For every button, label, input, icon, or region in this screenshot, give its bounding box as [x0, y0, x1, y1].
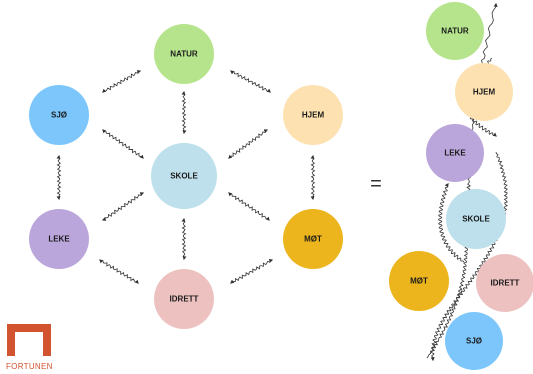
path-node-idrett-circle	[476, 254, 533, 312]
edge-sjo-skole	[102, 129, 144, 159]
path-node-hjem: HJEM	[455, 63, 513, 121]
path-node-leke-label: LEKE	[444, 149, 466, 158]
node-mot-circle	[283, 209, 343, 269]
node-leke-circle	[29, 209, 89, 269]
path-node-idrett: IDRETT	[476, 254, 533, 312]
path-node-sjo-label: SJØ	[466, 337, 482, 346]
path-node-leke-circle	[426, 124, 484, 182]
edge-skole-mot	[228, 192, 270, 221]
node-hjem-circle	[283, 85, 343, 145]
path-node-sjo: SJØ	[445, 312, 503, 370]
path-node-natur-label: NATUR	[441, 27, 469, 36]
node-hjem-label: HJEM	[302, 111, 325, 120]
edge-leke-idrett	[99, 259, 139, 284]
edge-natur-hjem	[230, 70, 271, 93]
edge-hjem-mot	[310, 154, 316, 201]
node-natur: NATUR	[154, 24, 214, 84]
edge-skole-leke	[101, 192, 145, 221]
node-mot: MØT	[283, 209, 343, 269]
path-node-mot: MØT	[389, 251, 449, 311]
path-node-skole-circle	[446, 189, 506, 249]
node-skole: SKOLE	[151, 143, 217, 209]
path-node-natur: NATUR	[426, 2, 484, 60]
node-idrett: IDRETT	[154, 269, 214, 329]
node-natur-label: NATUR	[170, 50, 198, 59]
path-diagram: NATUR HJEM LEKE SKOLE MØT IDRETT SJØ	[389, 2, 533, 370]
network-diagram: NATUR SJØ HJEM SKOLE LEKE MØT IDRETT	[29, 24, 343, 329]
edge-sjo-leke	[56, 154, 62, 201]
edge-mot-idrett	[230, 259, 274, 284]
path-node-sjo-circle	[445, 312, 503, 370]
flow-arrow-leke-to-sjo	[430, 151, 508, 362]
node-idrett-label: IDRETT	[170, 295, 199, 304]
edge-hjem-skole	[228, 129, 269, 159]
path-node-natur-circle	[426, 2, 484, 60]
node-natur-circle	[154, 24, 214, 84]
edge-natur-skole	[181, 90, 187, 135]
fortunen-logo-text: FORTUNEN	[6, 362, 53, 371]
path-node-hjem-label: HJEM	[473, 88, 496, 97]
node-sjo-label: SJØ	[51, 111, 67, 120]
fortunen-logo: FORTUNEN	[6, 324, 53, 371]
node-sjo-circle	[29, 85, 89, 145]
path-node-mot-label: MØT	[410, 277, 428, 286]
node-sjo: SJØ	[29, 85, 89, 145]
network-edges	[56, 70, 316, 284]
path-node-leke: LEKE	[426, 124, 484, 182]
edge-skole-idrett	[181, 217, 187, 261]
node-idrett-circle	[154, 269, 214, 329]
node-mot-label: MØT	[304, 235, 322, 244]
fortunen-logo-icon	[7, 324, 51, 356]
path-node-idrett-label: IDRETT	[491, 279, 520, 288]
node-skole-circle	[151, 143, 217, 209]
path-node-skole: SKOLE	[446, 189, 506, 249]
path-node-hjem-circle	[455, 63, 513, 121]
equals-sign: =	[370, 173, 382, 195]
node-leke: LEKE	[29, 209, 89, 269]
flow-arrow-skole-to-mot	[438, 183, 465, 263]
path-node-mot-circle	[389, 251, 449, 311]
node-leke-label: LEKE	[48, 235, 70, 244]
edge-natur-sjo	[102, 70, 142, 93]
node-hjem: HJEM	[283, 85, 343, 145]
node-skole-label: SKOLE	[170, 172, 198, 181]
path-node-skole-label: SKOLE	[462, 215, 490, 224]
